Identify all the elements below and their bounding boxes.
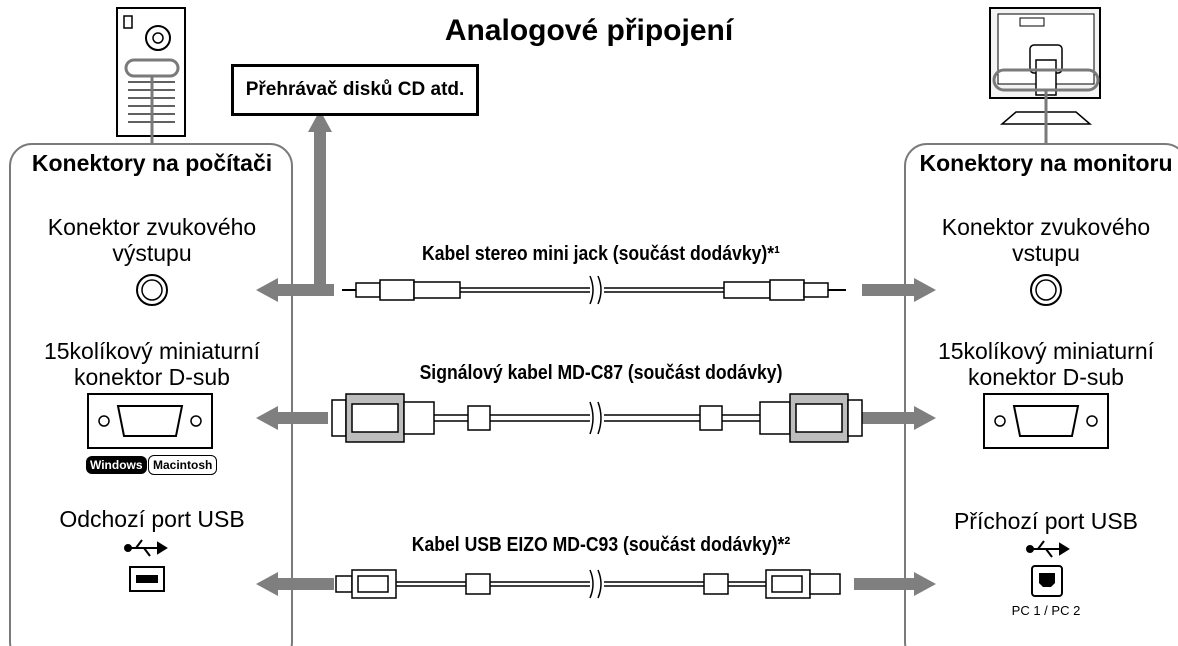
windows-badge: Windows	[86, 456, 147, 474]
right-panel-heading: Konektory na monitoru	[919, 150, 1173, 176]
arrow-up-to-player	[308, 110, 332, 290]
usb-port-note: PC 1 / PC 2	[1011, 603, 1081, 618]
audio-out-label: Konektor zvukového výstupu	[47, 214, 257, 266]
usb-left-symbol-icon	[124, 539, 168, 557]
audio-in-jack-icon	[1030, 274, 1062, 306]
dsub-left-label: 15kolíkový miniaturní konektor D-sub	[43, 338, 261, 390]
monitor-back-icon	[989, 7, 1101, 144]
usb-cable-label: Kabel USB EIZO MD-C93 (součást dodávky)*…	[411, 534, 791, 556]
stereo-cable-graphic	[342, 275, 846, 305]
usb-upstream-label: Příchozí port USB	[953, 508, 1139, 534]
usb-downstream-label: Odchozí port USB	[59, 506, 245, 532]
left-panel-heading: Konektory na počítači	[31, 150, 273, 176]
vga-cable-label: Signálový kabel MD-C87 (součást dodávky)	[419, 362, 783, 384]
vga-cable-graphic	[331, 393, 863, 443]
stereo-cable-label: Kabel stereo mini jack (součást dodávky)…	[422, 243, 780, 265]
audio-in-label: Konektor zvukového vstupu	[941, 214, 1151, 266]
diagram-title: Analogové připojení	[444, 14, 734, 47]
dsub-right-connector-icon	[983, 393, 1109, 449]
dsub-right-label: 15kolíkový miniaturní konektor D-sub	[937, 338, 1155, 390]
row-arrows	[256, 278, 936, 596]
audio-out-jack-icon	[136, 274, 168, 306]
computer-tower-icon	[116, 7, 186, 144]
cd-player-label: Přehrávač disků CD atd.	[231, 64, 479, 116]
usb-b-port-icon	[1031, 565, 1063, 597]
usb-a-port-icon	[129, 566, 165, 592]
dsub-left-connector-icon	[87, 393, 213, 449]
usb-cable-graphic	[335, 569, 841, 599]
usb-right-symbol-icon	[1026, 540, 1070, 558]
macintosh-badge: Macintosh	[148, 455, 218, 475]
